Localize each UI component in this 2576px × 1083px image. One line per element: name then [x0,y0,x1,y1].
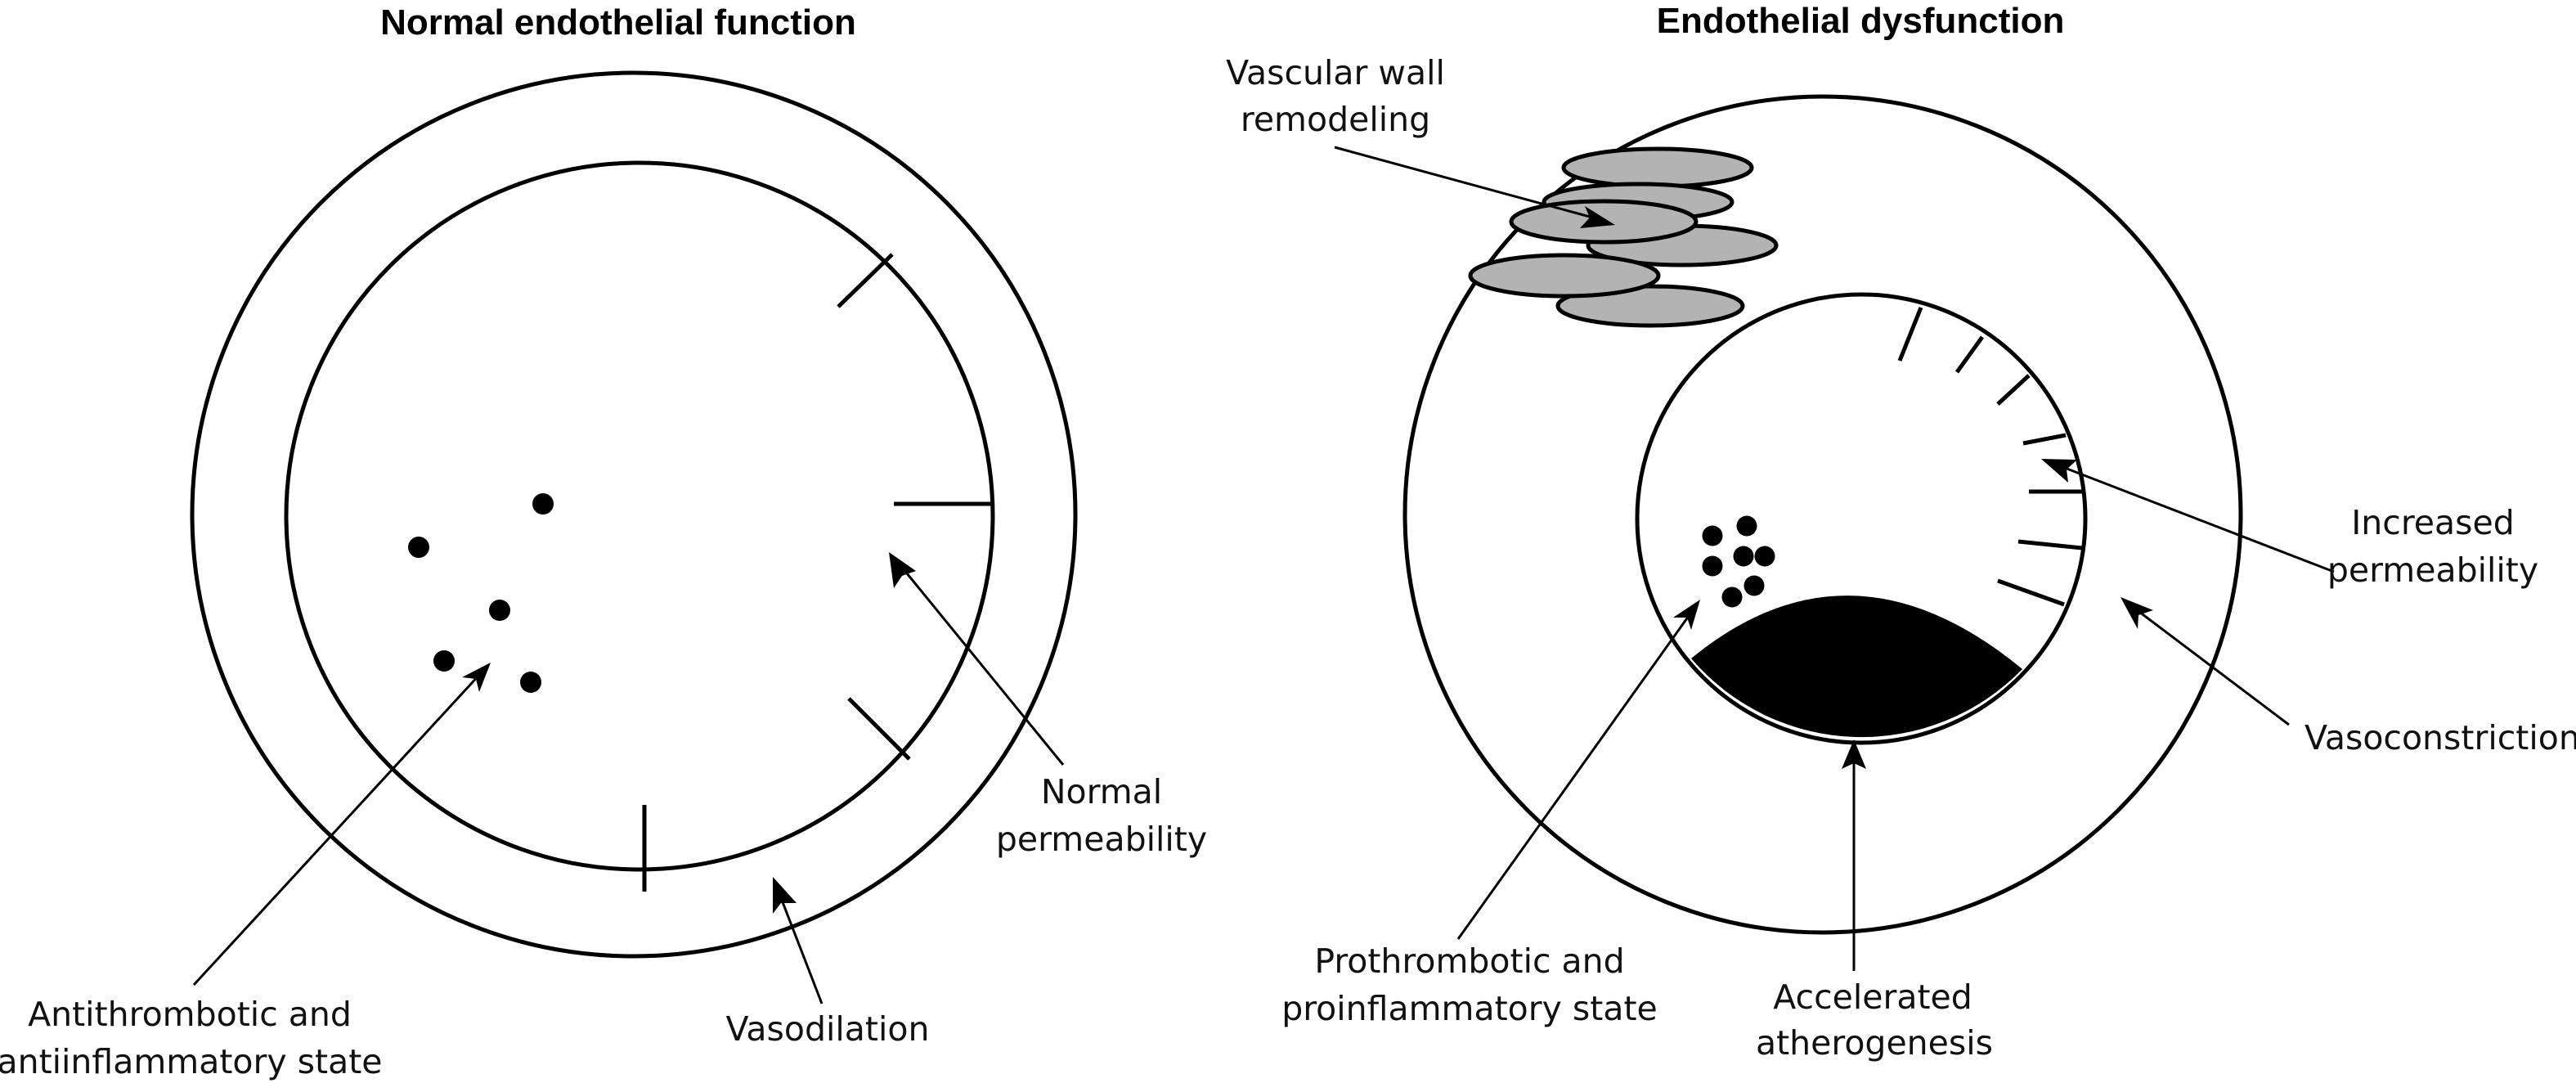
annotation-prothrombotic: Prothrombotic and proinflammatory state [1281,600,1700,1028]
label-increased-permeability-line2: permeability [2327,550,2538,590]
label-increased-permeability-line1: Increased [2351,503,2515,542]
label-accelerated-line1: Accelerated [1773,977,1972,1017]
blood-cell [408,537,429,558]
leader-line [1334,146,1600,221]
label-antithrombotic-line1: Antithrombotic and [28,995,352,1034]
arrowhead [889,552,916,588]
endothelial-gap [837,253,894,308]
smooth-muscle-cell [1561,146,1754,189]
blood-cell [1744,575,1765,596]
endothelial-gap [2017,539,2083,550]
endothelial-gap [1997,578,2065,607]
panel-title-normal: Normal endothelial function [380,2,856,43]
blood-cell [1733,546,1754,567]
leader-line [898,564,1065,766]
endothelial-gap [1897,307,1923,362]
arrowhead [462,663,491,692]
label-vascular-wall-line2: remodeling [1241,100,1430,139]
blood-cell [532,493,554,515]
annotation-vascular-wall-remodeling: Vascular wall remodeling [1226,53,1615,228]
atherosclerotic-plaque [1691,595,2022,738]
label-normal-permeability-line1: Normal [1041,772,1162,811]
panel-title-dysfunction: Endothelial dysfunction [1657,1,2065,41]
blood-cell [489,600,510,621]
label-accelerated-line2: atherogenesis [1756,1023,1993,1063]
annotation-vasoconstriction: Vasoconstriction [2120,597,2576,757]
arrowhead [1673,600,1700,630]
arrowhead [2120,597,2153,629]
arrowhead [1580,206,1615,228]
arrowhead [773,877,797,914]
arrowhead [2041,459,2077,483]
smooth-muscle-cell [1468,253,1661,299]
label-antithrombotic-line2: antiinflammatory state [0,1042,383,1081]
label-normal-permeability-line2: permeability [996,820,1207,859]
arrowhead [1842,739,1866,769]
endothelial-gap [1996,374,2031,406]
leader-line [2132,605,2290,726]
annotation-increased-permeability: Increased permeability [2041,459,2538,590]
annotation-accelerated-atherogenesis: Accelerated atherogenesis [1756,739,1993,1063]
blood-cell [1702,555,1723,577]
endothelial-gap [1954,335,1985,374]
annotation-normal-permeability: Normal permeability [889,552,1207,859]
panel-normal: Normal endothelial function Normal perme… [0,2,1207,1081]
blood-cell [1736,515,1757,537]
panel-dysfunction: Endothelial dysfunction [1226,1,2576,1063]
blood-cell [1721,586,1743,608]
blood-cell [1754,546,1775,567]
leader-line [192,672,482,986]
blood-cells [408,493,554,693]
endothelial-gap [2022,433,2067,446]
endothelial-gaps [1897,307,2083,607]
label-vasoconstriction: Vasoconstriction [2304,718,2576,757]
annotation-antithrombotic: Antithrombotic and antiinflammatory stat… [0,663,491,1081]
label-vascular-wall-line1: Vascular wall [1226,53,1445,92]
endothelial-gap [847,697,911,761]
leader-line [1456,609,1694,940]
annotation-vasodilation: Vasodilation [726,877,930,1049]
smooth-muscle-cells [1468,146,1779,328]
blood-cell [520,672,541,693]
blood-cells-aggregated [1702,515,1775,608]
label-vasodilation: Vasodilation [726,1009,930,1049]
label-prothrombotic-line1: Prothrombotic and [1314,941,1624,981]
blood-cell [1702,525,1723,546]
label-prothrombotic-line2: proinflammatory state [1281,989,1658,1028]
endothelial-gaps [642,253,991,892]
blood-cell [433,650,455,672]
leader-line [777,891,824,1004]
leader-line [2053,462,2335,573]
vessel-lumen [284,160,995,872]
